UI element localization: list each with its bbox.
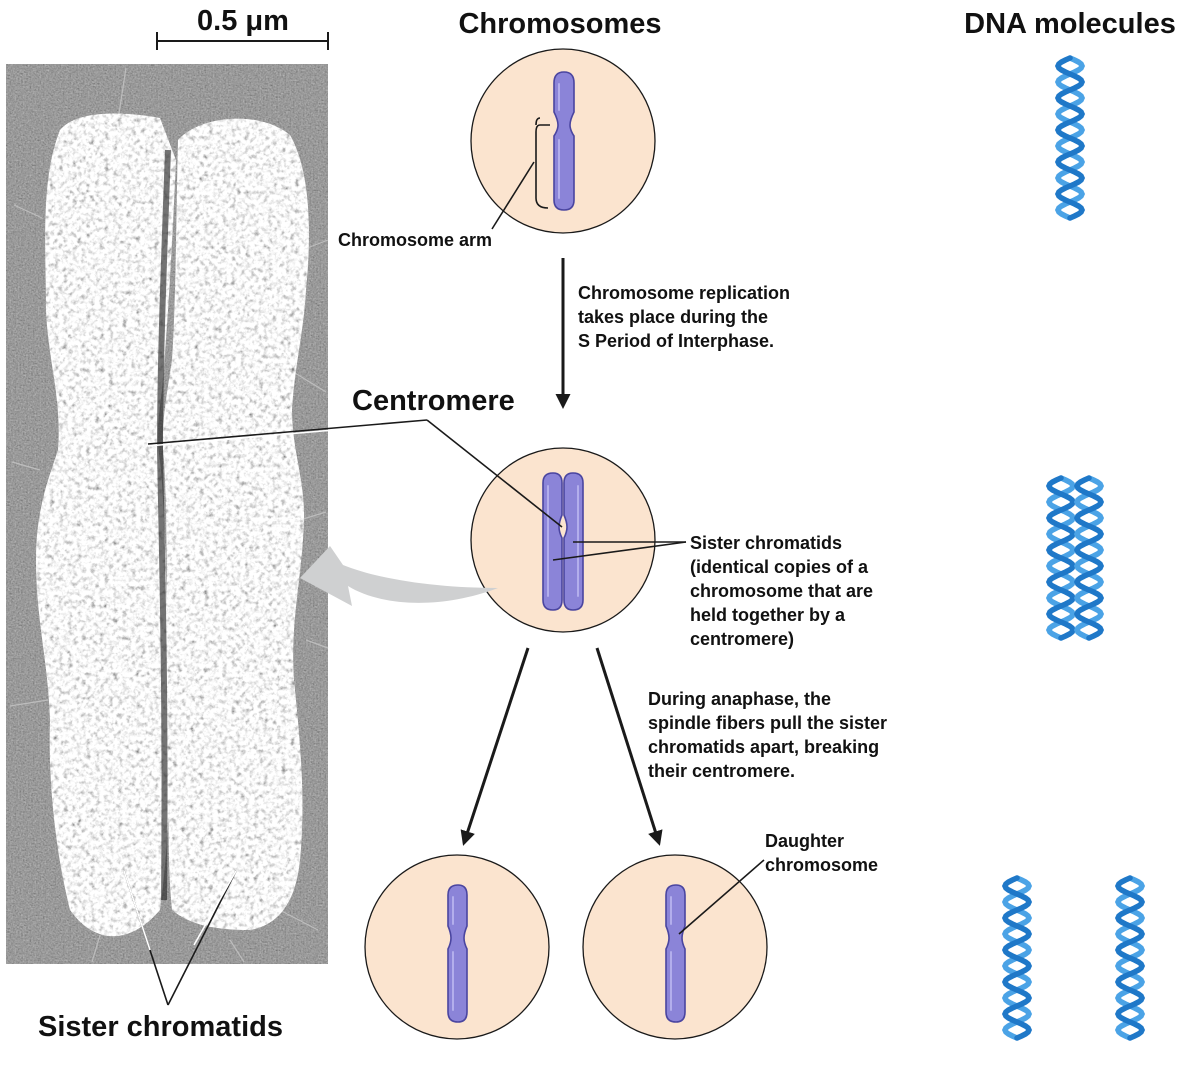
chromosome-unreplicated: [553, 71, 575, 211]
daughter-chromosome-right: [665, 884, 686, 1023]
sister-chromatid-highlight: [547, 485, 579, 597]
dna-molecules: [1001, 55, 1146, 1041]
anaphase-arrow-right: [595, 647, 663, 846]
label-daughter-line-2: chromosome: [765, 855, 878, 875]
label-replication-line-2: takes place during the: [578, 307, 768, 327]
micrograph-texture: [36, 113, 309, 937]
daughter-chromosome-left: [447, 884, 468, 1023]
cell-circle: [470, 447, 656, 633]
label-sister-chromatids-photo: Sister chromatids: [38, 1011, 283, 1043]
sister-chromatid-left: [542, 472, 563, 611]
dna-strand: [1114, 875, 1146, 1041]
label-daughter-line-1: Daughter: [765, 831, 844, 851]
chromosome-arm-leader: [491, 161, 535, 230]
label-chromosome-arm: Chromosome arm: [338, 230, 492, 250]
micrograph-fibers: [9, 67, 329, 963]
dna-helix-unreplicated: [1054, 55, 1086, 221]
centromere-leader-diagram: [426, 419, 563, 528]
label-sister-chromatids-line-2: (identical copies of a: [690, 557, 869, 577]
label-sister-chromatids-line-3: chromosome that are: [690, 581, 873, 601]
scale-bar-label: 0.5 μm: [197, 5, 289, 37]
label-sister-chromatids-line-4: held together by a: [690, 605, 846, 625]
label-daughter-chromosome: Daughter chromosome: [765, 831, 878, 875]
dna-helix-daughter-right: [1114, 875, 1146, 1041]
label-anaphase-line-2: spindle fibers pull the sister: [648, 713, 887, 733]
cell-unreplicated: [470, 48, 656, 234]
dna-helix-replicated-left: [1045, 475, 1077, 641]
micrograph: [6, 64, 329, 964]
label-anaphase-line-4: their centromere.: [648, 761, 795, 781]
label-replication-line-3: S Period of Interphase.: [578, 331, 774, 351]
label-replication: Chromosome replication takes place durin…: [578, 283, 790, 351]
dna-helix-replicated-right: [1073, 475, 1105, 641]
centromere-leader-photo-white: [147, 421, 428, 447]
scale-bar: 0.5 μm: [156, 5, 329, 50]
daughter-cell-left: [364, 854, 550, 1040]
micrograph-groove: [156, 149, 171, 901]
daughter-cell-right: [582, 854, 768, 1040]
photo-sister-leader-left-white: [123, 870, 151, 951]
dna-strand: [1001, 875, 1033, 1041]
label-replication-line-1: Chromosome replication: [578, 283, 790, 303]
photo-sister-leader-right-white: [193, 870, 237, 946]
label-centromere: Centromere: [352, 385, 515, 417]
anaphase-arrow-left: [460, 647, 530, 846]
dna-helix-daughter-left: [1001, 875, 1033, 1041]
sister-chromatids-leader-2: [552, 541, 687, 561]
label-sister-chromatids-line-5: centromere): [690, 629, 794, 649]
dna-strand: [1054, 55, 1086, 221]
curved-arrow-to-micrograph: [300, 546, 498, 606]
label-anaphase-line-3: chromatids apart, breaking: [648, 737, 879, 757]
dna-strand: [1045, 475, 1077, 641]
daughter-chromosome-leader: [678, 859, 765, 935]
centromere-leader-photo: [147, 419, 428, 445]
header-chromosomes: Chromosomes: [458, 8, 661, 40]
label-sister-chromatids-note: Sister chromatids (identical copies of a…: [690, 533, 873, 649]
chromosome-arm-bracket: [535, 117, 550, 209]
label-sister-chromatids-line-1: Sister chromatids: [690, 533, 842, 553]
label-anaphase-line-1: During anaphase, the: [648, 689, 831, 709]
photo-sister-leader-right: [167, 870, 237, 1006]
header-dna-molecules: DNA molecules: [964, 8, 1176, 40]
label-anaphase: During anaphase, the spindle fibers pull…: [648, 689, 887, 781]
dna-strand: [1073, 475, 1105, 641]
cell-replicated: [470, 447, 656, 633]
